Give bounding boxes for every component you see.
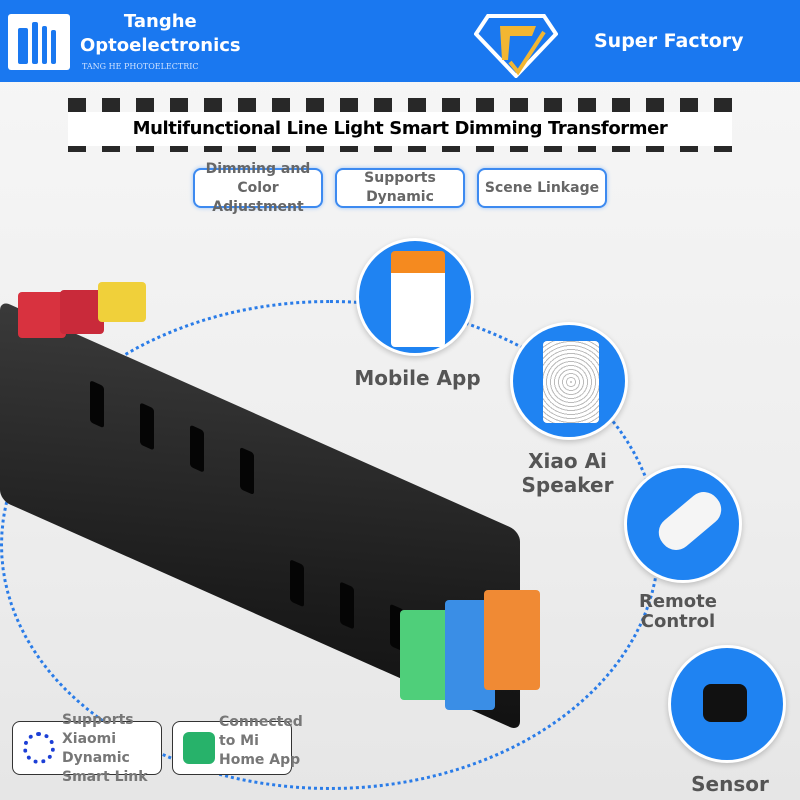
mi-home-badge [172,721,292,775]
tanghe-logo [8,14,70,70]
xiaomi-link-icon [23,732,55,764]
xiaomi-link-label: Supports Xiaomi Dynamic Smart Link [62,712,148,785]
mi-home-icon [183,732,215,764]
sensor-icon [703,684,747,722]
remote-icon [652,485,728,557]
feature-dynamic: Supports Dynamic [335,168,465,208]
sensor-circle [668,645,786,763]
orange-terminal [484,590,540,690]
mi-home-label: Connected to Mi Home App [219,714,303,768]
speaker-circle [510,322,628,440]
mobile-app-label: Mobile App [354,366,481,390]
brand-subtitle: TANG HE PHOTOELECTRIC [82,62,199,71]
xiaomi-link-badge [12,721,162,775]
speaker-label: Xiao Ai Speaker [521,449,614,497]
page-title: Multifunctional Line Light Smart Dimming… [68,112,732,146]
feature-dimming: Dimming and Color Adjustment [193,161,323,215]
red-terminal [60,290,104,334]
remote-label: Remote Control [638,591,717,632]
mobile-app-circle [356,238,474,356]
super-factory-logo [474,14,558,78]
feature-scene-linkage: Scene Linkage [477,168,607,208]
red-terminal [18,292,66,338]
speaker-icon [543,341,599,423]
remote-circle [624,465,742,583]
sensor-label: Sensor [691,772,769,796]
super-factory-label: Super Factory [594,30,744,52]
smartphone-icon [391,251,445,347]
yellow-terminal [98,282,146,322]
